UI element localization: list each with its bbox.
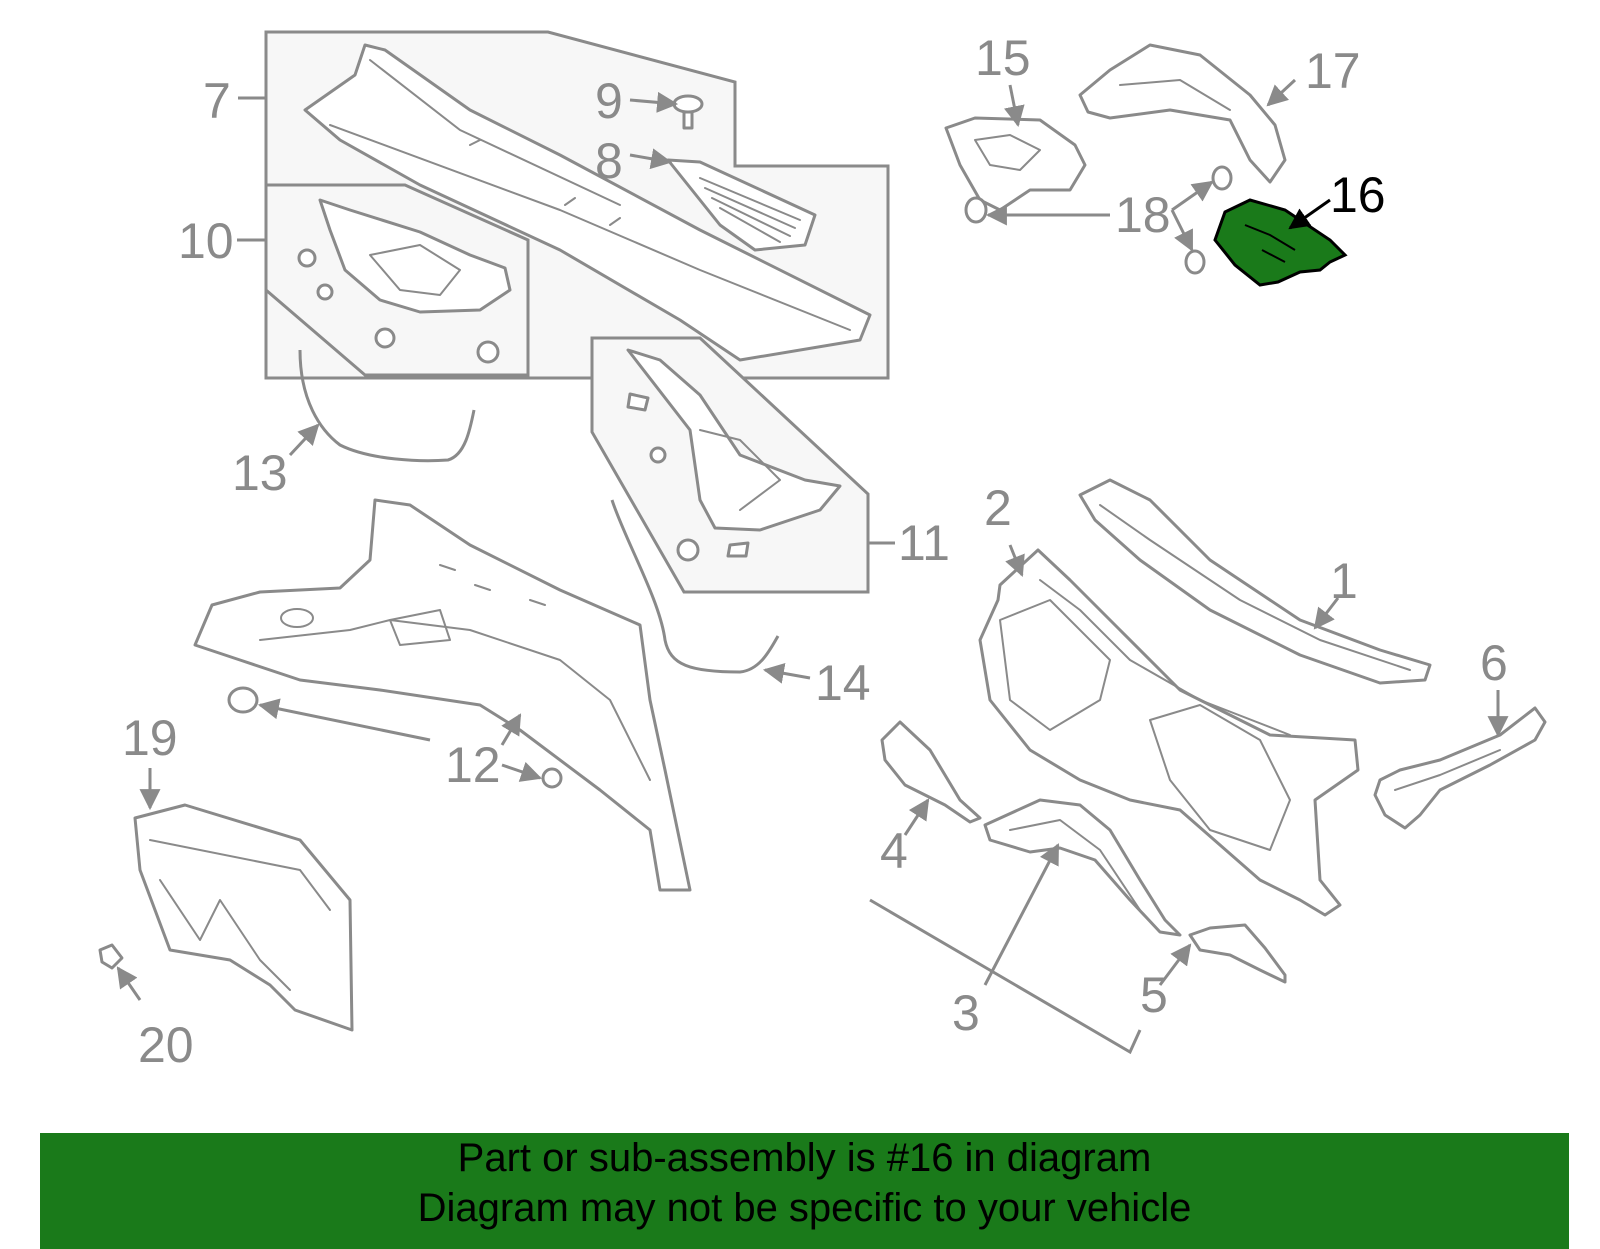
part-15-bracket[interactable] — [944, 116, 1087, 212]
part-12-dash-insulator[interactable] — [193, 498, 692, 892]
callout-16[interactable]: 16 — [1330, 167, 1386, 223]
callout-2[interactable]: 2 — [984, 480, 1012, 536]
part-18-grommets[interactable] — [964, 165, 1233, 275]
callout-12[interactable]: 12 — [445, 737, 501, 793]
part-4-bracket[interactable] — [880, 720, 982, 824]
part-20-clip[interactable] — [98, 943, 124, 970]
callout-5[interactable]: 5 — [1140, 967, 1168, 1023]
callout-17[interactable]: 17 — [1305, 43, 1361, 99]
callout-6[interactable]: 6 — [1480, 635, 1508, 691]
callout-9[interactable]: 9 — [595, 73, 623, 129]
part-14-seal[interactable] — [610, 499, 780, 674]
part-7-cowl-panel[interactable] — [303, 43, 872, 362]
part-16-bracket-highlighted[interactable] — [1213, 198, 1348, 287]
callout-4[interactable]: 4 — [880, 823, 908, 879]
callout-19[interactable]: 19 — [122, 710, 178, 766]
part-9-clip[interactable] — [672, 94, 704, 130]
leader-lines — [116, 78, 1509, 1055]
part-3-reinforcement[interactable] — [983, 798, 1182, 937]
callout-11[interactable]: 11 — [898, 515, 950, 571]
banner-line-1: Part or sub-assembly is #16 in diagram — [457, 1136, 1152, 1180]
part-13-seal[interactable] — [298, 349, 476, 463]
callout-13[interactable]: 13 — [232, 445, 288, 501]
callout-8[interactable]: 8 — [595, 133, 623, 189]
callout-3[interactable]: 3 — [952, 985, 980, 1041]
callout-18[interactable]: 18 — [1115, 187, 1171, 243]
callout-7[interactable]: 7 — [203, 73, 231, 129]
callout-15[interactable]: 15 — [975, 30, 1031, 86]
banner-line-2: Diagram may not be specific to your vehi… — [417, 1186, 1192, 1230]
part-8-vent-grille[interactable] — [666, 158, 817, 252]
part-1-cowl-upper[interactable] — [1078, 478, 1432, 685]
part-5-bracket[interactable] — [1188, 923, 1287, 984]
part-6-bracket[interactable] — [1373, 706, 1547, 830]
callout-labels: 1 2 3 4 5 6 7 8 9 10 11 12 13 14 15 16 1… — [122, 30, 1508, 1073]
callout-1[interactable]: 1 — [1330, 553, 1358, 609]
part-17-bracket[interactable] — [1078, 43, 1287, 184]
part-10-insulator[interactable] — [297, 198, 512, 364]
info-banner: Part or sub-assembly is #16 in diagram D… — [40, 1133, 1569, 1249]
part-19-silencer[interactable] — [133, 803, 354, 1032]
callout-10[interactable]: 10 — [178, 213, 234, 269]
callout-14[interactable]: 14 — [815, 655, 871, 711]
part-11-insulator[interactable] — [626, 348, 842, 562]
part-2-dash-panel[interactable] — [978, 548, 1360, 917]
callout-20[interactable]: 20 — [138, 1017, 194, 1073]
